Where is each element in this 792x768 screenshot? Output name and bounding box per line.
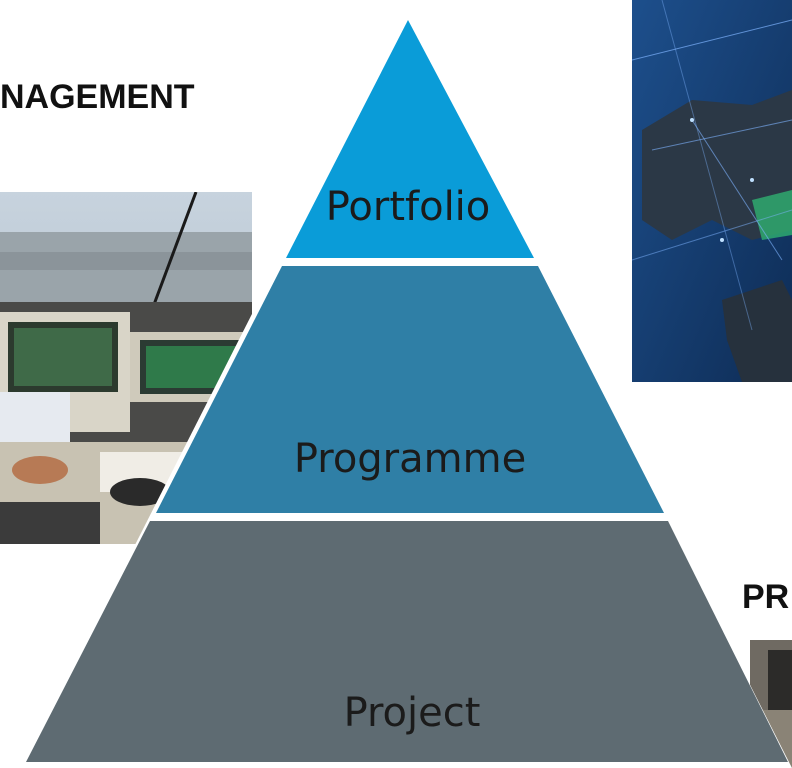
tier-portfolio-label: Portfolio [326, 184, 491, 230]
tier-project-label: Project [344, 690, 481, 736]
heading-left: NAGEMENT [0, 78, 195, 116]
tier-programme-label: Programme [294, 436, 526, 482]
heading-right: PR [742, 578, 790, 616]
world-network-photo [632, 0, 792, 382]
tier-project-shape [26, 521, 788, 762]
tier-programme-shape [156, 266, 664, 513]
world-network-illustration [632, 0, 792, 382]
tier-portfolio-shape [286, 20, 534, 258]
